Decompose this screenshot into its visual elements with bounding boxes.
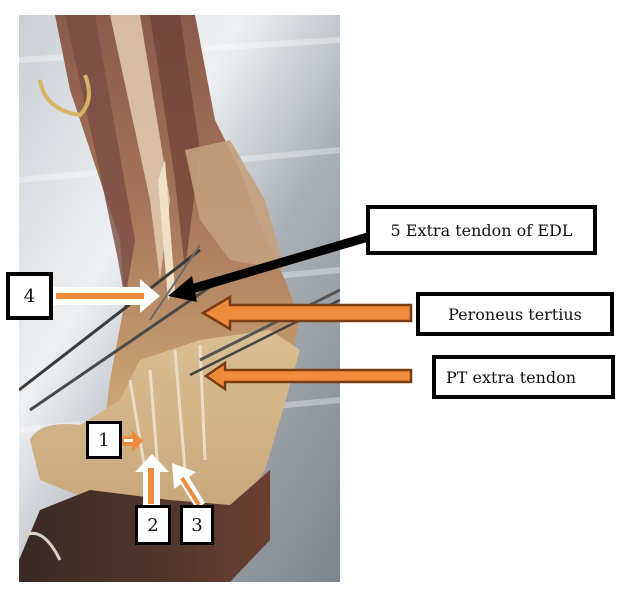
arrow-pt-extra-tendon bbox=[203, 360, 413, 392]
label-pt-extra-tendon: PT extra tendon bbox=[432, 355, 615, 399]
probe bbox=[19, 248, 201, 392]
label-extra-tendon-edl-text: 5 Extra tendon of EDL bbox=[390, 220, 573, 240]
label-number-2-text: 2 bbox=[147, 514, 159, 536]
label-peroneus-tertius: Peroneus tertius bbox=[416, 292, 614, 336]
label-number-1-text: 1 bbox=[98, 429, 110, 451]
arrow-peroneus-tertius bbox=[200, 294, 413, 332]
label-extra-tendon-edl: 5 Extra tendon of EDL bbox=[366, 205, 597, 255]
black-arrow-edl bbox=[168, 232, 370, 302]
label-number-3: 3 bbox=[180, 505, 214, 545]
arrow-2 bbox=[135, 454, 169, 505]
label-pt-extra-tendon-text: PT extra tendon bbox=[446, 367, 577, 387]
label-number-4: 4 bbox=[6, 272, 53, 320]
label-number-4-text: 4 bbox=[23, 285, 36, 307]
label-number-2: 2 bbox=[135, 505, 171, 545]
label-peroneus-tertius-text: Peroneus tertius bbox=[448, 304, 582, 324]
arrow-4 bbox=[52, 279, 160, 313]
label-number-1: 1 bbox=[86, 421, 122, 459]
arrow-3 bbox=[172, 463, 205, 509]
arrow-1 bbox=[122, 430, 143, 452]
label-number-3-text: 3 bbox=[191, 514, 203, 536]
